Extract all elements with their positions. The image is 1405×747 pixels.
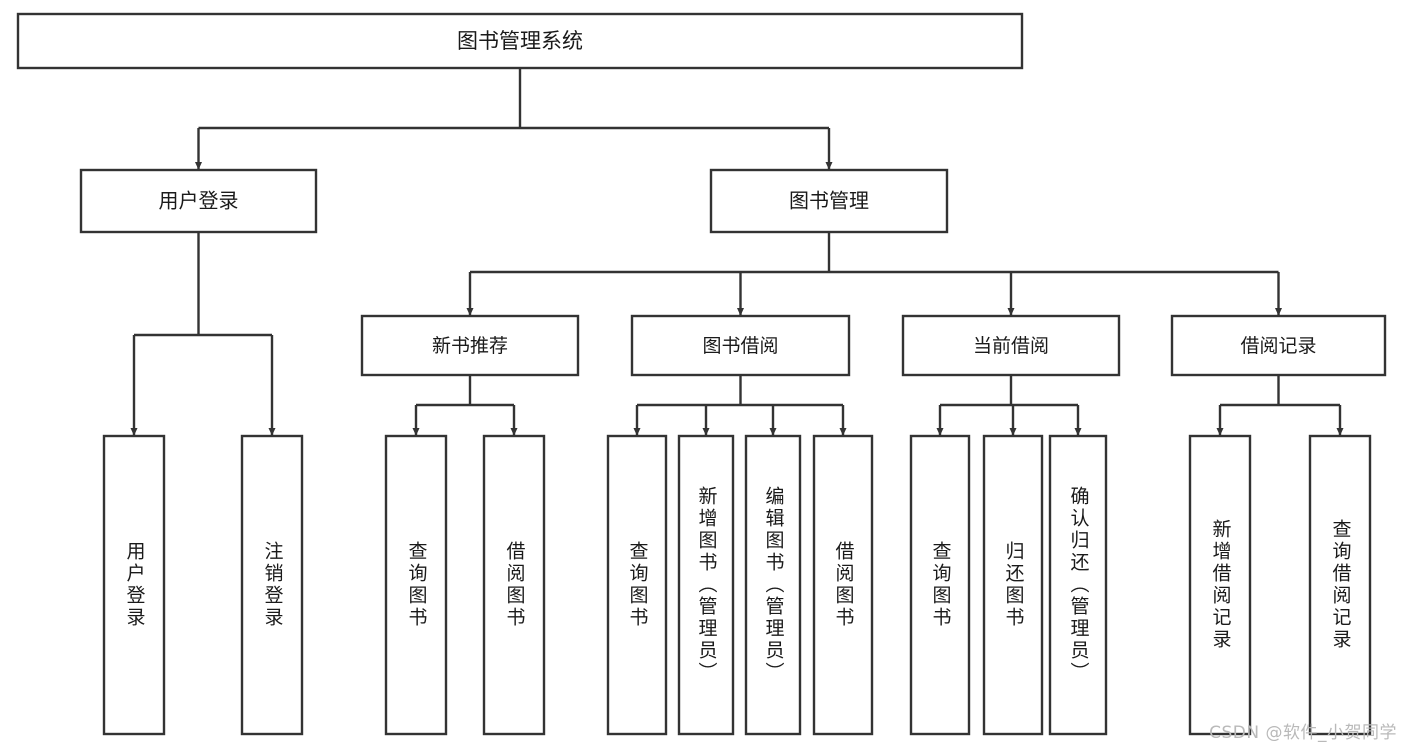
node-n-user-login[interactable]: 用户登录 (79, 168, 318, 234)
node-l-add-book[interactable] (677, 434, 735, 736)
node-l-query-book-2[interactable] (606, 434, 668, 736)
node-l-borrow-book-2[interactable] (812, 434, 874, 736)
node-box-l-query-record[interactable] (1308, 434, 1372, 736)
watermark-text: CSDN @软件_小贺同学 (1209, 723, 1397, 743)
edges-layer (130, 68, 1344, 436)
node-l-return-book[interactable] (982, 434, 1044, 736)
node-l-edit-book[interactable] (744, 434, 802, 736)
node-box-l-confirm-return[interactable] (1048, 434, 1108, 736)
node-box-l-query-book-3[interactable] (909, 434, 971, 736)
node-l-query-book-1[interactable] (384, 434, 448, 736)
node-l-borrow-book-1[interactable] (482, 434, 546, 736)
node-box-l-query-book-1[interactable] (384, 434, 448, 736)
node-l-confirm-return[interactable] (1048, 434, 1108, 736)
node-box-n-book-borrow[interactable] (630, 314, 851, 377)
node-box-root[interactable] (16, 12, 1024, 70)
node-l-query-record[interactable] (1308, 434, 1372, 736)
node-box-l-add-book[interactable] (677, 434, 735, 736)
node-box-l-user-login[interactable] (102, 434, 166, 736)
node-box-l-query-book-2[interactable] (606, 434, 668, 736)
node-box-n-current-borrow[interactable] (901, 314, 1121, 377)
node-root[interactable]: 图书管理系统 (16, 12, 1024, 70)
node-n-borrow-record[interactable]: 借阅记录 (1170, 314, 1387, 377)
node-box-l-add-record[interactable] (1188, 434, 1252, 736)
node-box-n-book-manage[interactable] (709, 168, 949, 234)
node-box-l-borrow-book-1[interactable] (482, 434, 546, 736)
node-box-l-logout[interactable] (240, 434, 304, 736)
node-l-query-book-3[interactable] (909, 434, 971, 736)
node-n-new-book-rec[interactable]: 新书推荐 (360, 314, 580, 377)
node-label-n-borrow-record: 借阅记录 (1240, 335, 1316, 357)
node-l-user-login[interactable] (102, 434, 166, 736)
node-box-l-borrow-book-2[interactable] (812, 434, 874, 736)
node-box-n-user-login[interactable] (79, 168, 318, 234)
node-box-l-return-book[interactable] (982, 434, 1044, 736)
node-label-n-new-book-rec: 新书推荐 (432, 335, 508, 357)
node-box-n-new-book-rec[interactable] (360, 314, 580, 377)
node-n-book-manage[interactable]: 图书管理 (709, 168, 949, 234)
node-l-add-record[interactable] (1188, 434, 1252, 736)
node-label-n-current-borrow: 当前借阅 (973, 335, 1049, 357)
node-n-book-borrow[interactable]: 图书借阅 (630, 314, 851, 377)
node-label-n-book-manage: 图书管理 (789, 189, 869, 213)
node-box-l-edit-book[interactable] (744, 434, 802, 736)
node-label-root: 图书管理系统 (457, 29, 583, 53)
node-box-n-borrow-record[interactable] (1170, 314, 1387, 377)
node-n-current-borrow[interactable]: 当前借阅 (901, 314, 1121, 377)
node-label-n-user-login: 用户登录 (159, 189, 239, 213)
node-l-logout[interactable] (240, 434, 304, 736)
node-label-n-book-borrow: 图书借阅 (702, 335, 778, 357)
